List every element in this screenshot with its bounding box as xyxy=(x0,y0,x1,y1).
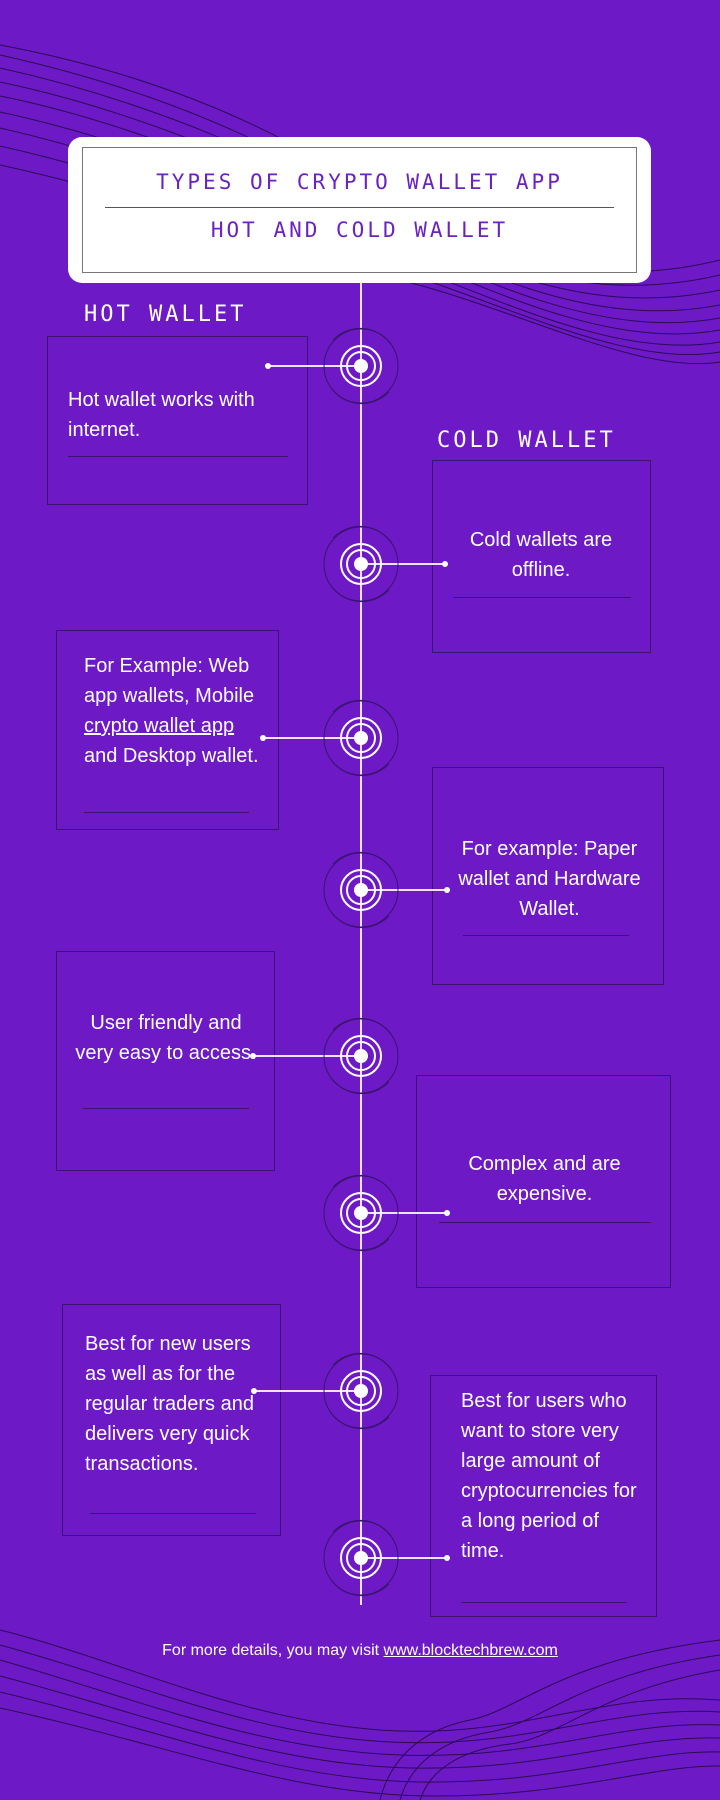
node-arc xyxy=(330,759,390,777)
node-arc xyxy=(330,1412,390,1430)
node-ring-inner xyxy=(346,723,376,753)
hot-wallet-heading: HOT WALLET xyxy=(84,302,247,327)
card-divider xyxy=(439,1222,651,1223)
cold-card-4: Best for users who want to store very la… xyxy=(430,1375,657,1617)
node-center xyxy=(354,731,368,745)
node-center xyxy=(354,1206,368,1220)
website-link[interactable]: www.blocktechbrew.com xyxy=(383,1642,558,1659)
connector-dot xyxy=(442,561,448,567)
cold-card-4-text: Best for users who want to store very la… xyxy=(461,1390,637,1562)
card-divider xyxy=(83,1108,249,1109)
connector-dot xyxy=(251,1388,257,1394)
node-center xyxy=(354,1551,368,1565)
node-center xyxy=(354,557,368,571)
node-ring-outer xyxy=(340,1370,382,1412)
timeline-node-icon xyxy=(323,1520,399,1596)
node-ring-outer xyxy=(340,1035,382,1077)
node-arc xyxy=(330,911,390,929)
node-center xyxy=(354,359,368,373)
crypto-wallet-app-link[interactable]: crypto wallet app xyxy=(84,715,235,737)
card-divider xyxy=(463,935,629,936)
connector-dot xyxy=(444,1210,450,1216)
hot-card-1-text: Hot wallet works with internet. xyxy=(68,389,255,441)
node-center xyxy=(354,1384,368,1398)
node-arc xyxy=(332,1174,392,1192)
cold-wallet-heading: COLD WALLET xyxy=(437,428,616,453)
node-arc xyxy=(330,387,390,405)
node-center xyxy=(354,1049,368,1063)
title-divider xyxy=(105,207,614,208)
node-ring-outer xyxy=(340,869,382,911)
cold-card-3-text: Complex and are expensive. xyxy=(468,1153,621,1205)
node-ring-outer xyxy=(340,543,382,585)
node-arc xyxy=(332,525,392,543)
cold-card-1: Cold wallets are offline. xyxy=(432,460,651,653)
card-divider xyxy=(453,597,631,598)
node-arc xyxy=(332,1352,392,1370)
connector-dot xyxy=(250,1053,256,1059)
header-card: TYPES OF CRYPTO WALLET APP HOT AND COLD … xyxy=(68,137,651,283)
node-arc xyxy=(332,327,392,345)
timeline-node-icon xyxy=(323,328,399,404)
node-ring-inner xyxy=(346,1543,376,1573)
cold-card-2-text: For example: Paper wallet and Hardware W… xyxy=(458,838,641,920)
connector-dot xyxy=(444,1555,450,1561)
node-arc xyxy=(330,1579,390,1597)
timeline-node-icon xyxy=(323,1353,399,1429)
node-ring-outer xyxy=(340,345,382,387)
connector-dot xyxy=(444,887,450,893)
timeline-node-icon xyxy=(323,700,399,776)
hot-card-2-text: For Example: Web app wallets, Mobile cry… xyxy=(84,655,259,767)
timeline-node-icon xyxy=(323,852,399,928)
timeline-node-icon xyxy=(323,1018,399,1094)
connector-dot xyxy=(260,735,266,741)
connector-dot xyxy=(265,363,271,369)
hot-card-3-text: User friendly and very easy to access. xyxy=(75,1012,257,1064)
node-arc xyxy=(330,1077,390,1095)
node-ring-inner xyxy=(346,1198,376,1228)
hot-card-3: User friendly and very easy to access. xyxy=(56,951,275,1171)
cold-card-2: For example: Paper wallet and Hardware W… xyxy=(432,767,664,985)
page-subtitle: HOT AND COLD WALLET xyxy=(210,218,509,242)
hot-card-1: Hot wallet works with internet. xyxy=(47,336,308,505)
timeline-node-icon xyxy=(323,526,399,602)
timeline-line xyxy=(360,283,362,1605)
node-arc xyxy=(330,1234,390,1252)
node-ring-outer xyxy=(340,717,382,759)
hot-card-4: Best for new users as well as for the re… xyxy=(62,1304,281,1536)
page-title: TYPES OF CRYPTO WALLET APP xyxy=(156,170,563,194)
node-arc xyxy=(332,1519,392,1537)
node-arc xyxy=(330,585,390,603)
node-ring-inner xyxy=(346,1376,376,1406)
cold-card-3: Complex and are expensive. xyxy=(416,1075,671,1288)
cold-card-1-text: Cold wallets are offline. xyxy=(469,529,613,581)
node-ring-outer xyxy=(340,1192,382,1234)
card-divider xyxy=(90,1513,256,1514)
node-arc xyxy=(332,851,392,869)
hot-card-2: For Example: Web app wallets, Mobile cry… xyxy=(56,630,279,830)
footer-note: For more details, you may visit www.bloc… xyxy=(162,1642,558,1659)
node-center xyxy=(354,883,368,897)
node-ring-inner xyxy=(346,875,376,905)
node-arc xyxy=(332,699,392,717)
node-ring-inner xyxy=(346,1041,376,1071)
node-ring-inner xyxy=(346,351,376,381)
card-divider xyxy=(84,812,249,813)
hot-card-4-text: Best for new users as well as for the re… xyxy=(85,1333,254,1475)
timeline-node-icon xyxy=(323,1175,399,1251)
card-divider xyxy=(461,1602,627,1603)
card-divider xyxy=(68,456,288,457)
header-frame: TYPES OF CRYPTO WALLET APP HOT AND COLD … xyxy=(82,147,637,273)
node-ring-inner xyxy=(346,549,376,579)
node-arc xyxy=(332,1017,392,1035)
node-ring-outer xyxy=(340,1537,382,1579)
